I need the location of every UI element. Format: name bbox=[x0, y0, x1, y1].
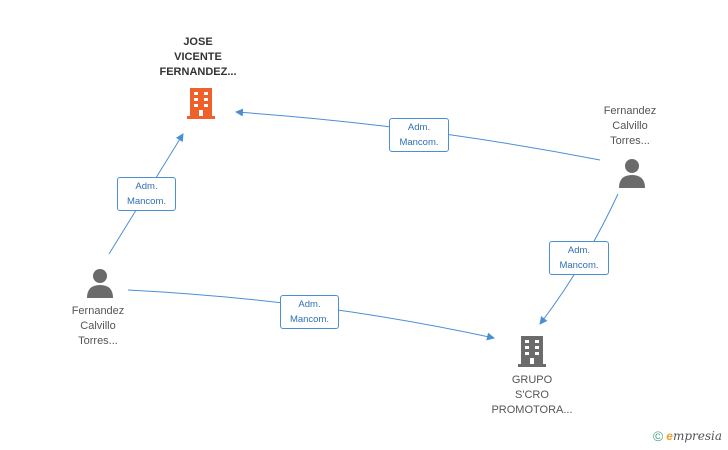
edge-label-line: Adm. bbox=[567, 245, 591, 256]
company-top-label[interactable]: JOSE VICENTE FERNANDEZ... bbox=[150, 35, 246, 80]
person-right-label-line: Calvillo bbox=[612, 120, 648, 132]
company-bottom-label-line: GRUPO bbox=[511, 374, 553, 386]
edge-label-line: Mancom. bbox=[399, 137, 439, 148]
person-right-label[interactable]: Fernandez Calvillo Torres... bbox=[585, 104, 675, 149]
person-right-label-line: Torres... bbox=[610, 135, 650, 147]
edge-label-right-to-top[interactable]: Adm. Mancom. bbox=[389, 118, 449, 152]
person-left-label[interactable]: Fernandez Calvillo Torres... bbox=[53, 304, 143, 349]
edge-label-line: Mancom. bbox=[289, 314, 330, 325]
brand-logo-initial: e bbox=[666, 429, 673, 443]
person-left-label-line: Fernandez bbox=[71, 305, 125, 317]
brand-footer: ©empresia bbox=[653, 428, 722, 444]
copyright-symbol: © bbox=[652, 428, 664, 444]
edge-label-line: Adm. bbox=[298, 299, 321, 310]
company-bottom-label-line: S'CRO bbox=[515, 389, 549, 401]
building-icon[interactable] bbox=[185, 86, 217, 120]
edge-label-right-to-bottom[interactable]: Adm. Mancom. bbox=[549, 241, 609, 275]
edge-label-left-to-top[interactable]: Adm. Mancom. bbox=[117, 177, 176, 211]
edge-label-left-to-bottom[interactable]: Adm. Mancom. bbox=[280, 295, 339, 329]
person-icon[interactable] bbox=[85, 268, 115, 298]
company-bottom-label[interactable]: GRUPO S'CRO PROMOTORA... bbox=[480, 373, 584, 418]
building-icon[interactable] bbox=[516, 334, 548, 368]
edge-label-line: Adm. bbox=[135, 181, 158, 192]
brand-logo-text: mpresia bbox=[672, 429, 722, 443]
edge-label-line: Mancom. bbox=[559, 260, 599, 271]
company-top-label-line: FERNANDEZ... bbox=[159, 66, 237, 78]
edge-label-line: Mancom. bbox=[126, 196, 167, 207]
person-left-label-line: Calvillo bbox=[80, 320, 116, 332]
company-top-label-line: VICENTE bbox=[174, 51, 222, 63]
person-icon[interactable] bbox=[617, 158, 647, 188]
company-bottom-label-line: PROMOTORA... bbox=[491, 404, 573, 416]
person-left-label-line: Torres... bbox=[78, 335, 118, 347]
company-top-label-line: JOSE bbox=[183, 36, 213, 48]
person-right-label-line: Fernandez bbox=[603, 105, 657, 117]
edge-label-line: Adm. bbox=[407, 122, 431, 133]
